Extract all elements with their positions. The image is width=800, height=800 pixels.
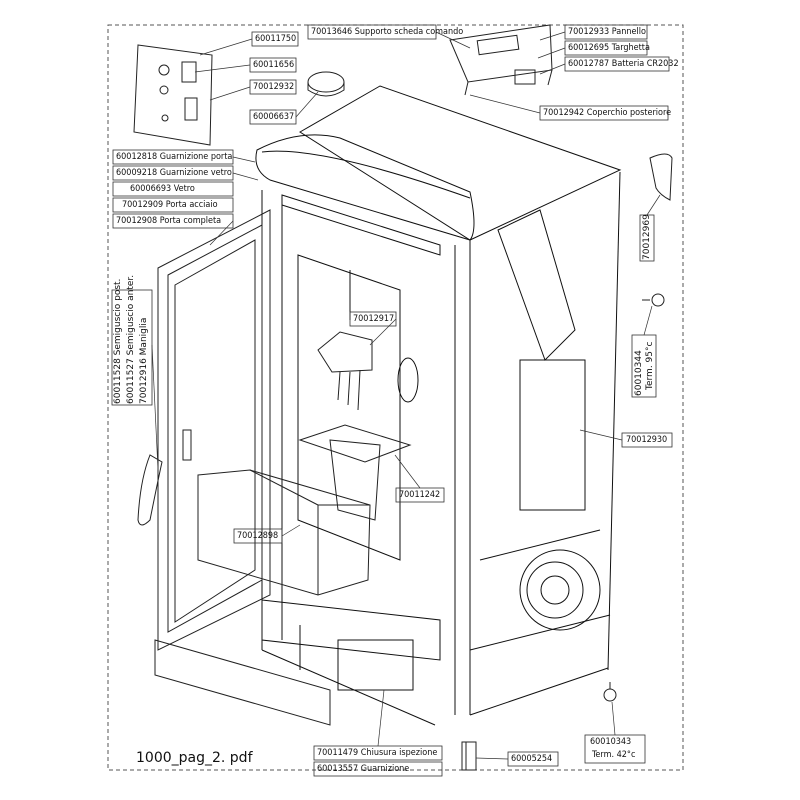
ash-drawer <box>197 469 371 596</box>
label-60010344-temp: Term. 95°c <box>645 341 655 390</box>
footer-filename: 1000_pag_2. pdf <box>136 750 253 766</box>
label-60012787: 60012787 Batteria CR2032 <box>568 59 679 69</box>
stove-body <box>255 85 622 726</box>
label-60006693: 60006693 Vetro <box>130 184 195 194</box>
label-70012930: 70012930 <box>626 435 668 445</box>
label-60005254: 60005254 <box>511 754 553 764</box>
door <box>137 209 271 651</box>
thermostat-95 <box>642 293 665 307</box>
label-60011750: 60011750 <box>255 34 297 44</box>
control-panel-plate <box>133 44 213 146</box>
label-70012909: 70012909 Porta acciaio <box>122 200 218 210</box>
label-boxes <box>111 24 673 777</box>
label-60011656: 60011656 <box>253 60 295 70</box>
label-70012917: 70012917 <box>353 314 395 324</box>
label-60012818: 60012818 Guarnizione porta <box>116 152 233 162</box>
label-60010343: 60010343 <box>590 737 632 747</box>
deflector <box>317 331 373 411</box>
label-70011242: 70011242 <box>399 490 441 500</box>
label-70012916: 70012916 Maniglia <box>139 317 149 404</box>
label-70012942: 70012942 Coperchio posteriore <box>543 108 672 118</box>
label-70012932: 70012932 <box>253 82 295 92</box>
label-70011479: 70011479 Chiusura ispezione <box>317 748 438 758</box>
foot-60005254 <box>461 741 477 771</box>
label-60006637: 60006637 <box>253 112 295 122</box>
label-60011528: 60011528 Semiguscio post. <box>113 278 123 404</box>
kick-panel <box>154 639 331 726</box>
leader-lines <box>151 31 661 760</box>
thermostat-42 <box>603 682 617 702</box>
label-60010343-temp: Term. 42°c <box>592 750 636 760</box>
label-70012908: 70012908 Porta completa <box>116 216 222 226</box>
label-60013557: 60013557 Guarnizione <box>317 764 410 774</box>
label-70013646: 70013646 Supporto scheda comando <box>311 27 464 37</box>
command-panel <box>449 24 553 96</box>
label-60012695: 60012695 Targhetta <box>568 43 650 53</box>
label-60009218: 60009218 Guarnizione vetro <box>116 168 232 178</box>
brazier <box>298 424 412 521</box>
label-60010344: 60010344 <box>634 350 644 396</box>
label-70012898: 70012898 <box>237 531 279 541</box>
page-border <box>107 24 684 771</box>
part-70012969 <box>649 153 673 201</box>
label-60011527: 60011527 Semiguscio anter. <box>126 274 136 404</box>
label-70012933: 70012933 Pannello <box>568 27 646 37</box>
label-70012969: 70012969 <box>642 214 652 260</box>
small-part-60006637 <box>307 71 345 97</box>
